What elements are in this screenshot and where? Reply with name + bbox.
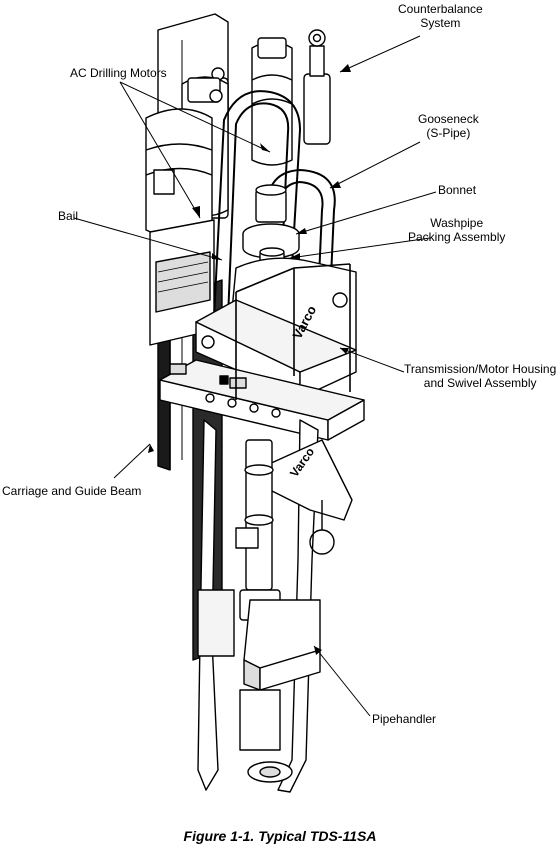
bonnet	[242, 184, 300, 259]
label-counterbalance-line1: Counterbalance	[398, 2, 483, 16]
label-counterbalance: Counterbalance System	[398, 2, 483, 30]
label-washpipe-line1: Washpipe	[430, 216, 484, 230]
label-washpipe: Washpipe Packing Assembly	[408, 216, 505, 244]
label-gooseneck-line1: Gooseneck	[418, 112, 479, 126]
ibop-assembly	[235, 439, 281, 621]
arrowheads	[148, 64, 351, 655]
leader-lines	[73, 35, 437, 717]
label-washpipe-line2: Packing Assembly	[408, 230, 506, 244]
label-gooseneck: Gooseneck (S-Pipe)	[418, 112, 479, 140]
frame-bars	[235, 263, 351, 400]
label-transmission-line2: and Swivel Assembly	[423, 376, 537, 390]
pipehandler	[197, 589, 321, 783]
label-carriage: Carriage and Guide Beam	[2, 484, 142, 498]
label-counterbalance-line2: System	[420, 16, 461, 30]
lock-ring	[309, 500, 335, 555]
label-gooseneck-line2: (S-Pipe)	[426, 126, 471, 140]
motor-housing-left	[149, 169, 215, 346]
label-ac-motors: AC Drilling Motors	[70, 66, 167, 80]
label-bail: Bail	[58, 209, 79, 223]
figure-caption: Figure 1-1. Typical TDS-11SA	[183, 828, 377, 844]
label-bonnet: Bonnet	[438, 183, 477, 197]
label-transmission-line1: Transmission/Motor Housing	[404, 362, 557, 376]
bail	[213, 90, 301, 319]
label-pipehandler: Pipehandler	[372, 712, 437, 726]
label-transmission: Transmission/Motor Housing and Swivel As…	[404, 362, 556, 390]
carriage-frame	[159, 359, 365, 441]
